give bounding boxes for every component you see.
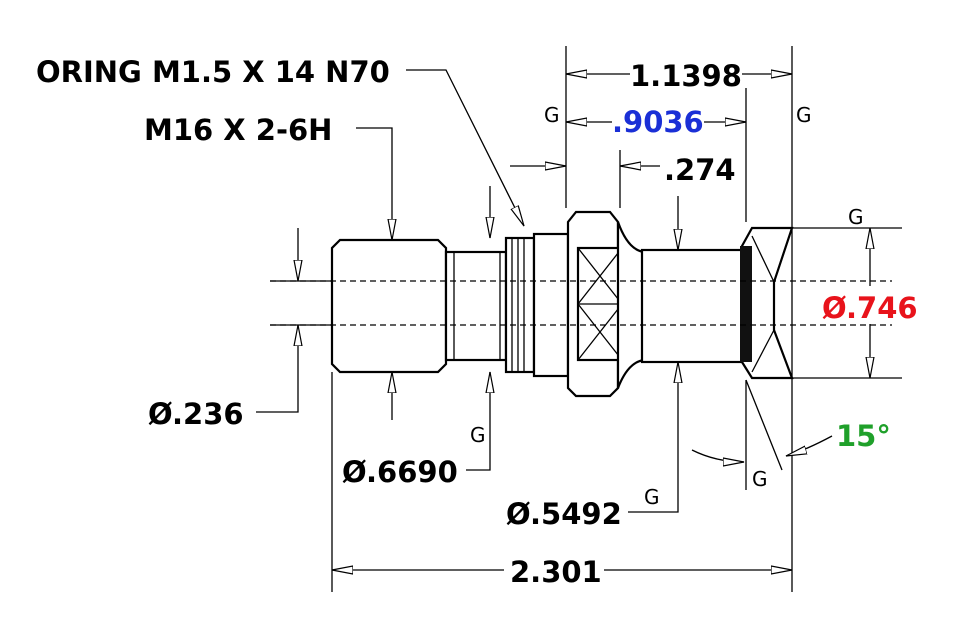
dimension-lines [256, 70, 870, 570]
dim-9036: .9036 [612, 105, 704, 139]
thread-section [330, 238, 448, 374]
dim-dia-6690: Ø.6690 [342, 455, 458, 489]
dimension-labels: ORING M1.5 X 14 N70 M16 X 2-6H 1.1398 .9… [36, 55, 918, 589]
g-mark-5: G [644, 485, 660, 509]
neck-section [444, 250, 508, 362]
dim-274: .274 [664, 153, 736, 187]
g-mark-3: G [848, 205, 864, 229]
thread-callout: M16 X 2-6H [144, 113, 332, 147]
oring-callout: ORING M1.5 X 14 N70 [36, 55, 390, 89]
shank [640, 248, 744, 364]
dim-1-1398: 1.1398 [630, 59, 742, 93]
shoulder [532, 232, 570, 378]
fillet [616, 221, 646, 389]
dim-dia-5492: Ø.5492 [506, 497, 622, 531]
oring-groove [504, 236, 536, 374]
g-mark-2: G [796, 103, 812, 127]
g-mark-4: G [470, 423, 486, 447]
angle-15: 15° [836, 419, 891, 453]
part-outline [270, 210, 892, 398]
g-mark-6: G [752, 467, 768, 491]
dim-dia-236: Ø.236 [148, 397, 244, 431]
g-mark-1: G [544, 103, 560, 127]
dim-dia-746: Ø.746 [822, 291, 918, 325]
dim-2-301: 2.301 [510, 555, 602, 589]
